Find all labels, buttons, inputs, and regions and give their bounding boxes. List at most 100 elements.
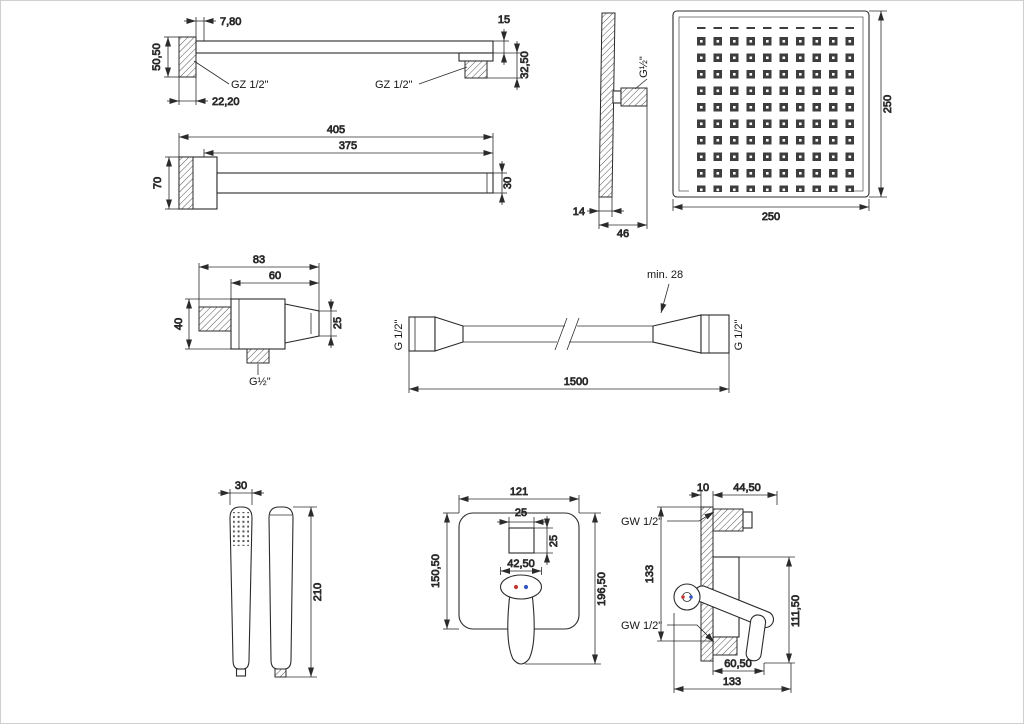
dim-label-780: 7,80 xyxy=(220,16,241,28)
thread-label-gw-bottom: GW 1/2" xyxy=(621,620,662,632)
mixer-front-view: 121 25 25 42,50 150,50 xyxy=(430,486,608,665)
arm-end-thread xyxy=(464,60,488,79)
dim-outlet-25: 25 xyxy=(319,299,344,348)
mixer-side-view: 10 44,50 GW 1/2" GW 1/2" 133 111,50 xyxy=(621,482,802,693)
thread-label-hose-right: G 1/2" xyxy=(733,320,745,351)
dim-label-5050: 50,50 xyxy=(151,43,163,71)
dim-label-14: 14 xyxy=(573,206,585,218)
mixer-wall-plate-section xyxy=(700,506,714,662)
dim-label-4250: 42,50 xyxy=(507,558,535,570)
hot-indicator-dot xyxy=(513,584,519,590)
dim-side-6050: 60,50 xyxy=(712,655,765,675)
dim-label-405: 405 xyxy=(327,124,345,136)
hose-body xyxy=(463,317,653,351)
dim-label-83: 83 xyxy=(253,254,265,266)
dim-arm-flange-70: 70 xyxy=(152,156,179,210)
dim-label-40: 40 xyxy=(173,318,185,330)
dim-arm-depth-780: 7,80 xyxy=(184,16,242,41)
dim-outlet-40: 40 xyxy=(173,298,231,350)
head-nozzle-grid xyxy=(689,27,854,192)
showerhead-side-view: G½" 14 46 xyxy=(572,12,650,240)
thread-callout-mixer-top: GW 1/2" xyxy=(621,511,715,528)
dim-plate-10: 10 xyxy=(689,482,714,507)
handshower-view: 30 210 xyxy=(218,480,324,678)
dim-hose-1500: 1500 xyxy=(408,351,730,393)
callout-min-28: min. 28 xyxy=(647,269,683,314)
mixer-pivot-cap xyxy=(673,583,701,611)
dim-top-4450: 44,50 xyxy=(713,482,778,505)
handshower-front-body xyxy=(229,506,253,670)
thread-callout-head: GZ 1/2" xyxy=(375,66,468,91)
leader-line xyxy=(667,624,715,643)
shower-hose-view: G 1/2" G 1/2" min. 28 1500 xyxy=(393,269,745,393)
leader-line xyxy=(634,78,648,90)
dim-label-121: 121 xyxy=(510,486,528,498)
shower-arm-side-view: 7,80 50,50 22,20 15 32,50 xyxy=(151,14,532,109)
dim-label-min28: min. 28 xyxy=(647,269,683,281)
arm-tube-top xyxy=(216,172,494,194)
dim-cap-4250: 42,50 xyxy=(500,558,542,575)
dim-plate-15050: 150,50 xyxy=(430,512,459,630)
dim-total-19650: 196,50 xyxy=(525,512,608,665)
dim-arm-tube-15: 15 xyxy=(493,14,523,65)
dim-side-133-vertical: 133 xyxy=(644,506,713,642)
mixer-lever-grip xyxy=(745,614,767,662)
thread-callout-head-inlet: G½" xyxy=(634,56,650,90)
hose-left-taper xyxy=(434,316,464,352)
outlet-body xyxy=(230,298,286,350)
dim-label-hs-30: 30 xyxy=(235,480,247,492)
dim-label-1500: 1500 xyxy=(564,376,588,388)
mixer-diverter-box xyxy=(508,527,535,554)
dim-handshower-210: 210 xyxy=(286,506,324,678)
dim-head-thickness-14: 14 xyxy=(572,197,624,229)
thread-callout-wall: GZ 1/2" xyxy=(193,60,269,91)
dim-label-210: 210 xyxy=(312,583,324,601)
hot-indicator-dot-side xyxy=(681,595,685,599)
cold-indicator-dot xyxy=(523,584,529,590)
outlet-wall-thread xyxy=(198,306,232,332)
arm-flange-thread xyxy=(178,156,194,210)
hose-right-nut xyxy=(700,314,730,354)
dim-side-11150: 111,50 xyxy=(739,556,802,664)
handshower-spray-face xyxy=(233,512,249,546)
thread-label-gw-top: GW 1/2" xyxy=(621,516,662,528)
dim-head-height-250: 250 xyxy=(869,10,894,198)
arm-end-boss xyxy=(458,52,494,62)
dim-arm-tube-30: 30 xyxy=(493,161,514,205)
dim-label-375: 375 xyxy=(339,140,357,152)
dim-label-4450: 44,50 xyxy=(733,482,761,494)
dim-head-width-250: 250 xyxy=(672,199,870,223)
dim-label-2220: 22,20 xyxy=(212,96,240,108)
hose-left-nut xyxy=(408,316,436,352)
dim-label-133v: 133 xyxy=(644,565,656,583)
dim-outlet-83: 83 xyxy=(198,254,320,311)
dim-handshower-30: 30 xyxy=(218,480,264,505)
dim-arm-tube-375: 375 xyxy=(203,140,493,157)
mixer-bottom-outlet-thread xyxy=(712,636,738,656)
thread-label-hose-left: G 1/2" xyxy=(393,320,405,351)
outlet-holder-bracket xyxy=(284,303,320,344)
thread-callout-mixer-bottom: GW 1/2" xyxy=(621,620,715,643)
dim-label-11150: 111,50 xyxy=(790,595,802,627)
shower-arm-top-view: 405 375 70 30 xyxy=(152,124,514,210)
dim-label-3250: 32,50 xyxy=(519,51,531,79)
dim-head-depth-46: 46 xyxy=(599,106,648,240)
head-plate-section xyxy=(598,12,616,198)
dim-label-60: 60 xyxy=(269,270,281,282)
dim-label-25-holder: 25 xyxy=(332,317,344,329)
leader-line xyxy=(660,283,670,314)
dim-arm-flange-5050: 50,50 xyxy=(151,36,179,78)
dim-label-70: 70 xyxy=(152,177,164,189)
thread-label-gz-head: GZ 1/2" xyxy=(375,79,413,91)
dim-label-15050: 150,50 xyxy=(430,554,442,588)
head-inlet-neck xyxy=(612,90,622,104)
dim-label-box-25w: 25 xyxy=(515,507,527,519)
handshower-front-stub xyxy=(235,668,247,677)
dim-label-250-right: 250 xyxy=(882,95,894,113)
dim-label-box-25h: 25 xyxy=(548,535,560,547)
dim-outlet-60: 60 xyxy=(230,270,319,299)
dim-arm-total-405: 405 xyxy=(178,124,494,173)
leader-line xyxy=(193,60,230,85)
dim-arm-thread-2220: 22,20 xyxy=(167,53,240,108)
